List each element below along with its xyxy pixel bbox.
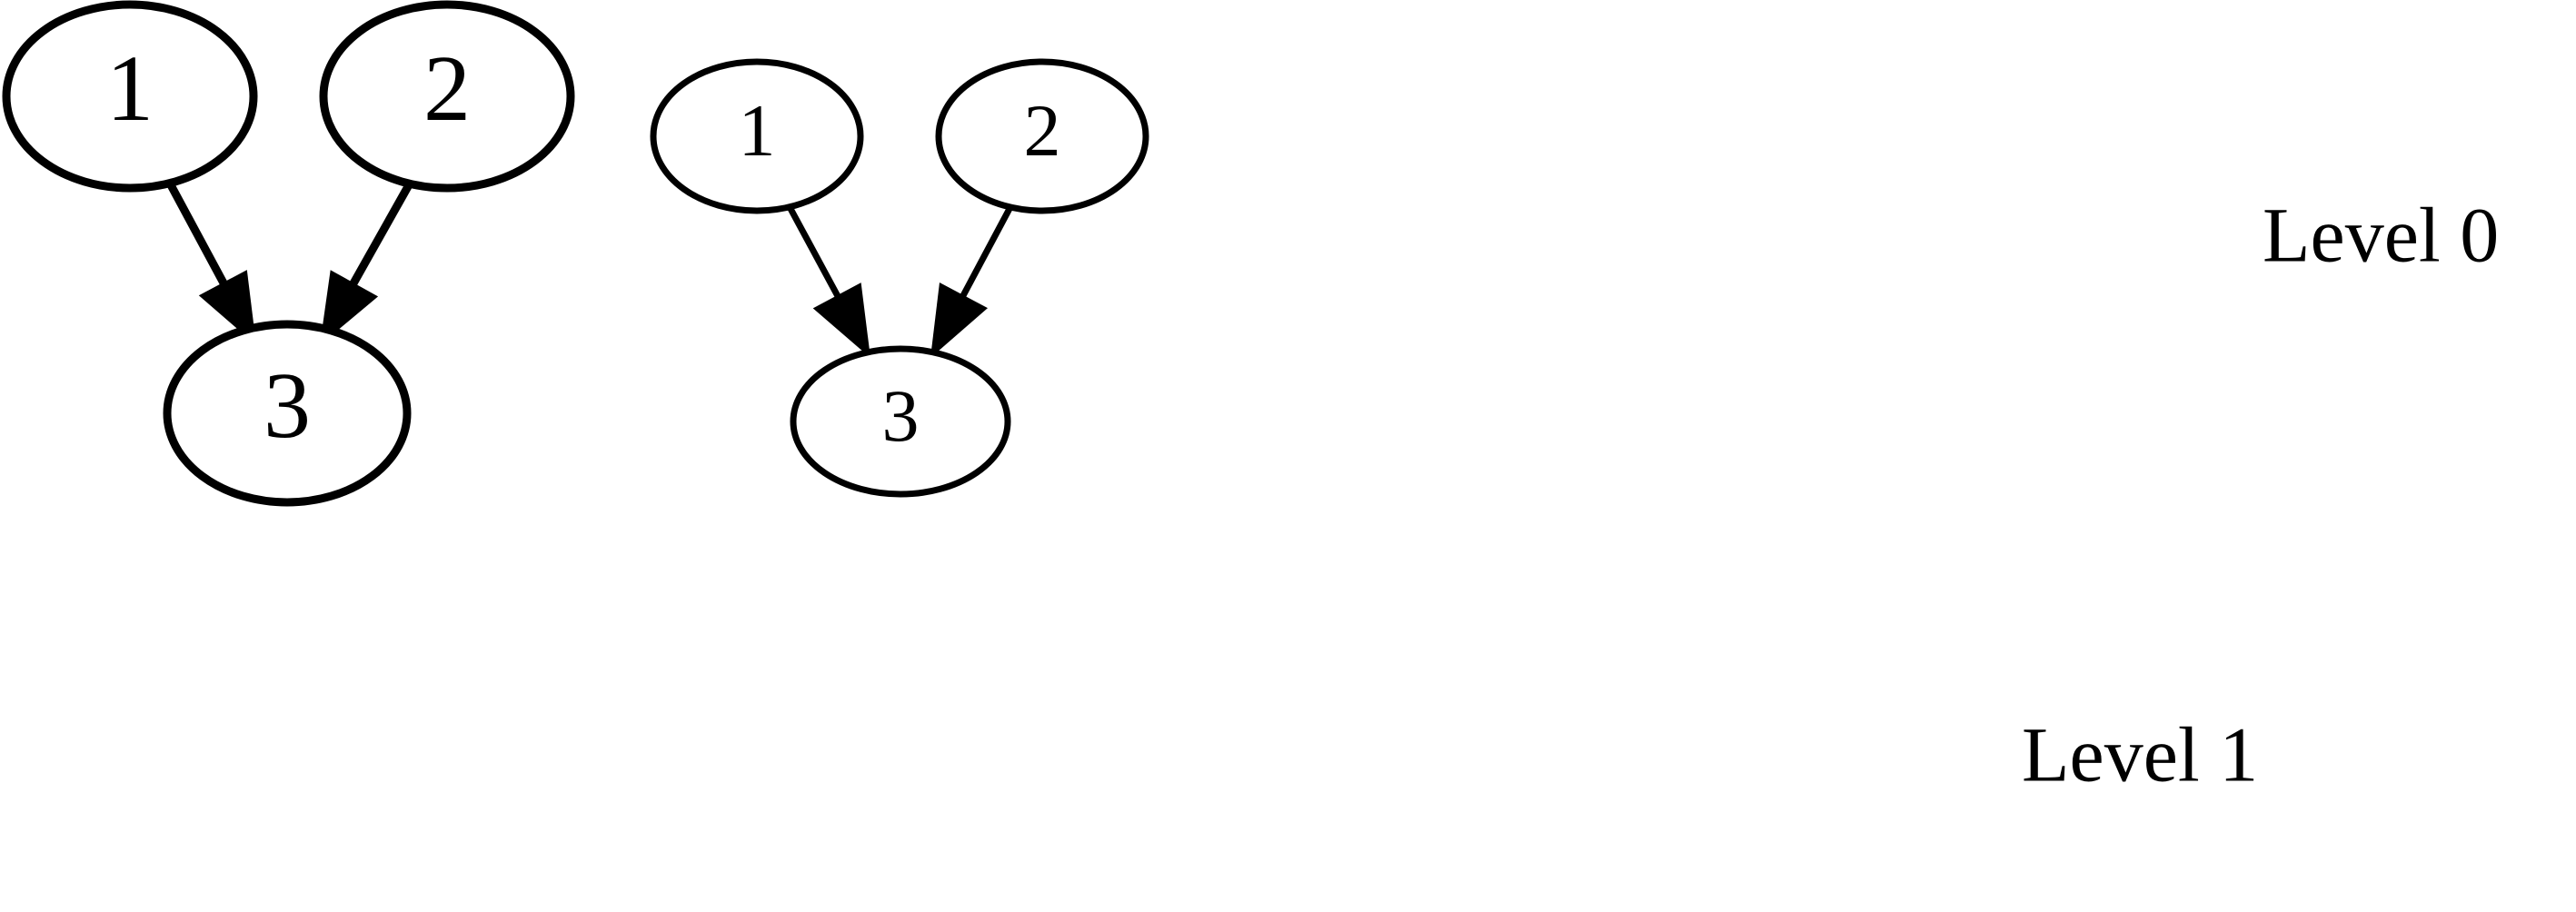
- node-ellipse[interactable]: [790, 345, 1011, 498]
- node-ellipse[interactable]: [935, 58, 1149, 214]
- node-label: 2: [423, 36, 471, 141]
- node-ellipse[interactable]: [2, 0, 258, 193]
- node-label: 3: [882, 374, 920, 457]
- right-graph-node-2[interactable]: 2: [935, 58, 1149, 214]
- edge-2-to-3: [320, 179, 414, 345]
- edge-1-to-3-arrowhead: [812, 283, 870, 358]
- edge-2-to-3-arrowhead: [320, 270, 379, 345]
- level-labels: Level 0 Level 1: [2022, 192, 2499, 798]
- node-label: 1: [106, 36, 154, 141]
- right-graph-edges: [785, 203, 1015, 358]
- right-graph-node-3[interactable]: 3: [790, 345, 1011, 498]
- level-1-label: Level 1: [2022, 711, 2258, 798]
- left-graph-node-2[interactable]: 2: [319, 0, 575, 193]
- node-label: 2: [1024, 89, 1061, 172]
- left-graph-node-1[interactable]: 1: [2, 0, 258, 193]
- edge-2-to-3-arrowhead: [930, 283, 988, 358]
- right-graph: 1 2 3: [650, 58, 1149, 498]
- level-0-label: Level 0: [2263, 192, 2499, 279]
- node-ellipse[interactable]: [650, 58, 864, 214]
- node-label: 1: [739, 89, 776, 172]
- left-graph-node-3[interactable]: 3: [163, 320, 412, 507]
- edge-1-to-3: [785, 203, 870, 358]
- node-ellipse[interactable]: [319, 0, 575, 193]
- edge-1-to-3: [165, 179, 256, 345]
- node-ellipse[interactable]: [163, 320, 412, 507]
- right-graph-node-1[interactable]: 1: [650, 58, 864, 214]
- node-label: 3: [264, 353, 311, 458]
- edge-2-to-3: [930, 203, 1015, 358]
- left-graph: 1 2 3: [2, 0, 575, 507]
- left-graph-edges: [165, 179, 414, 345]
- edge-1-to-3-arrowhead: [198, 270, 256, 345]
